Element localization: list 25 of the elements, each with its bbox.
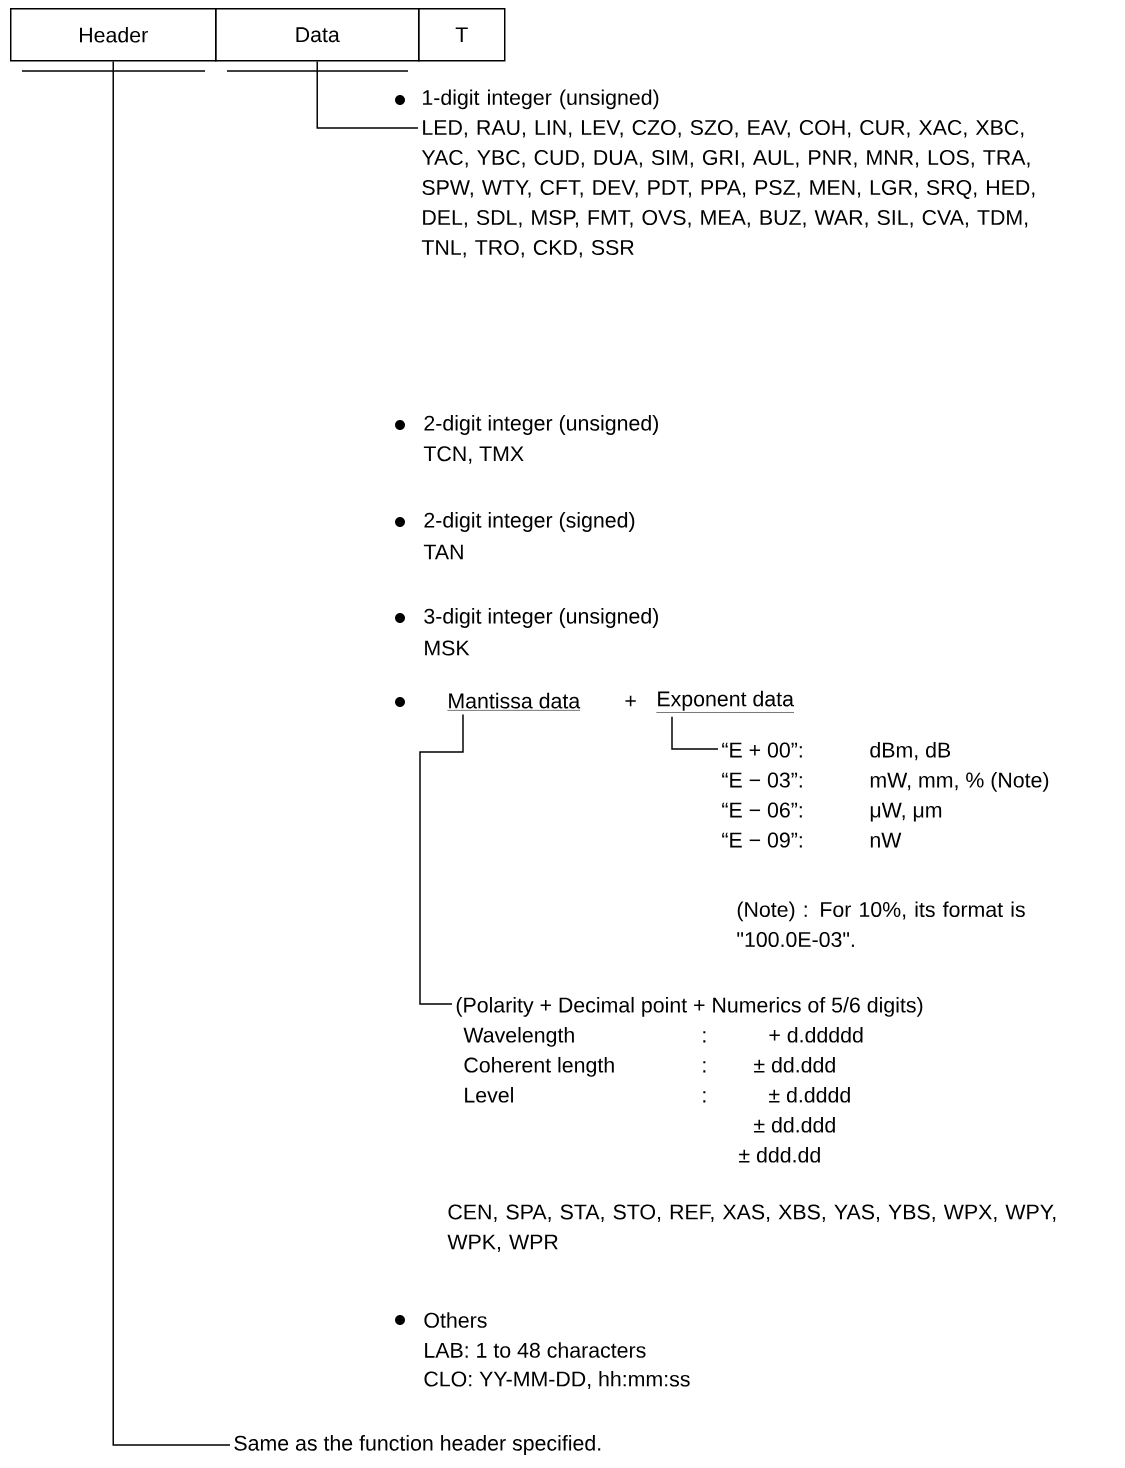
list-text: CLO: YY-MM-DD, hh:mm:ss xyxy=(424,1370,690,1390)
note-text: Same as the function header specified. xyxy=(234,1435,601,1455)
heading-text: Mantissa data xyxy=(447,692,581,711)
format-table: (Polarity + Decimal point + Numerics of 5/6 digits) Wavelength : + d.ddddd Coherent length : ± dd.ddd Level : ± d.dddd ± dd.ddd ± ddd.dd xyxy=(456,996,923,1163)
leader-line xyxy=(112,60,231,1446)
plus-sign: + xyxy=(625,695,636,707)
table-cell: Header xyxy=(10,8,217,62)
list-text: MSK xyxy=(425,640,470,656)
list-heading: 2-digit integer (signed) xyxy=(424,512,635,532)
leader-line xyxy=(316,60,419,129)
heading-text: Exponent data xyxy=(656,690,795,713)
list-text: LAB: 1 to 48 characters xyxy=(425,1342,646,1358)
list-text: TAN xyxy=(423,544,463,560)
table-cell: Data xyxy=(215,8,420,62)
list-text: CEN, SPA, STA, STO, REF, XAS, XBS, YAS, YBS, WPX, WPY, WPK, WPR xyxy=(447,1204,1056,1252)
list-heading: 2-digit integer (unsigned) xyxy=(424,415,658,435)
list-heading: 3-digit integer (unsigned) xyxy=(424,608,658,628)
list-heading: Others xyxy=(424,1312,487,1328)
list-text: TCN, TMX xyxy=(423,446,524,464)
unit-table: “E + 00”: dBm, dB “E − 03”: mW, mm, % (Note) “E − 06”: μW, μm “E − 09”: nW xyxy=(722,741,1049,848)
leader-line xyxy=(419,713,464,1005)
note-text: (Note) : For 10%, its format is "100.0E-03". xyxy=(737,901,1025,948)
leader-line xyxy=(671,715,719,750)
list-text: 1-digit integer (unsigned) LED, RAU, LIN, LEV, CZO, SZO, EAV, COH, CUR, XAC, XBC, YAC, YBC, CUD, DUA, SIM, GRI, AUL, PNR, MNR, LOS, TRA, SPW, WTY, CFT, DEV, PDT, PPA, PSZ, MEN, LGR, SRQ, HED, DEL, SDL, MSP, FMT, OVS, MEA, BUZ, WAR, SIL, CVA, TDM, TNL, TRO, CKD, SSR xyxy=(421,89,1035,258)
table-cell: T xyxy=(418,8,506,62)
